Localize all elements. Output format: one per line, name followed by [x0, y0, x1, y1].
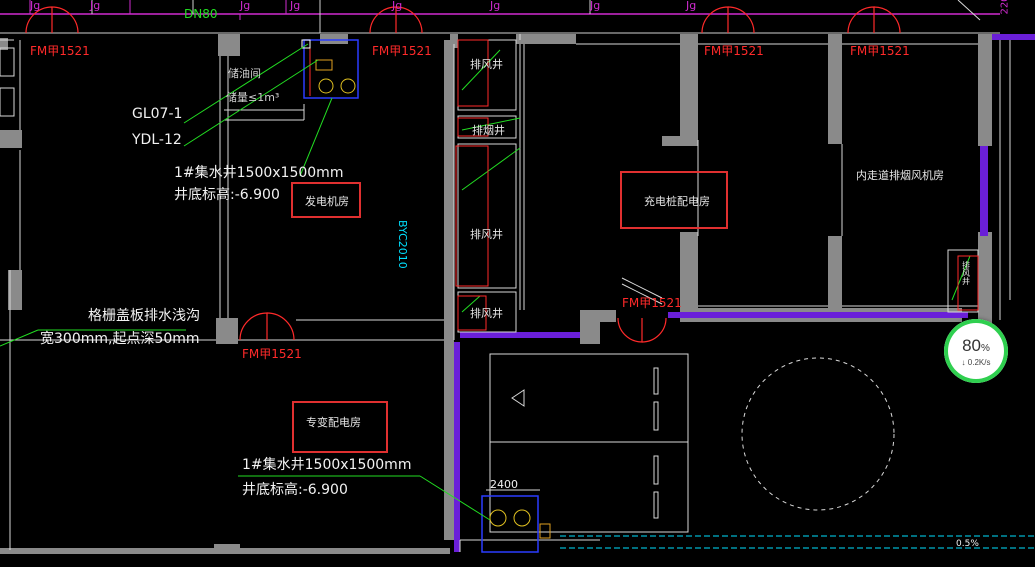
pipe-mark: Jg	[30, 0, 41, 12]
room-lines	[0, 34, 1011, 552]
pipe-mark: Jg	[590, 0, 601, 12]
door-swings	[25, 6, 901, 343]
pipe-mark: Jg	[90, 0, 101, 12]
door-label: FM甲1521	[242, 347, 302, 361]
top-ticks	[29, 0, 287, 20]
door-label: FM甲1521	[30, 44, 90, 58]
charging-room-label: 充电桩配电房	[644, 195, 710, 208]
trench-title: 格栅盖板排水浅沟	[88, 308, 200, 324]
tag-glo: GL07-1	[132, 106, 183, 122]
oil-capacity-label: 储量≤1m³	[226, 91, 280, 104]
charging-room-box	[620, 171, 728, 229]
pump-group-2	[481, 489, 551, 553]
pipe-mark: Jg	[392, 0, 403, 12]
generator-room-box	[291, 182, 361, 218]
side-number: 220	[999, 0, 1011, 15]
tag-ydl: YDL-12	[132, 132, 182, 148]
exhaust-shaft-label: 排风井	[470, 228, 503, 241]
pipe-mark: Jg	[490, 0, 501, 12]
sump1-size: 1#集水井1500x1500mm	[174, 165, 344, 181]
equipment-marks	[511, 0, 981, 519]
speed-percent: 80%	[962, 335, 990, 355]
pipe-mark: Jg	[686, 0, 697, 12]
small-shaft-label: 排风井	[962, 261, 970, 286]
walls	[0, 34, 992, 554]
fan-room-label: 内走道排烟风机房	[856, 169, 944, 182]
trench-spec: 宽300mm,起点深50mm	[40, 331, 200, 347]
network-speed-widget[interactable]: 80% ↓ 0.2K/s	[944, 319, 1008, 383]
door-label: FM甲1521	[372, 44, 432, 58]
bus-tag: BYC2010	[396, 220, 409, 269]
slope-label: 0.5%	[956, 539, 979, 549]
download-rate: ↓ 0.2K/s	[961, 357, 991, 367]
generator-room-label: 发电机房	[305, 195, 349, 208]
smoke-shaft-label: 排烟井	[472, 124, 505, 137]
sump2-depth: 井底标高:-6.900	[242, 482, 348, 498]
purple-walls	[454, 34, 1035, 552]
sump2-size: 1#集水井1500x1500mm	[242, 457, 412, 473]
exhaust-shaft-label: 排风井	[470, 58, 503, 71]
pump-group-1	[301, 39, 359, 99]
exhaust-shaft-label: 排风井	[470, 307, 503, 320]
pipe-size-label: DN80	[184, 7, 218, 21]
dashed-circle	[741, 357, 895, 511]
sump1-depth: 井底标高:-6.900	[174, 187, 280, 203]
leader-lines	[0, 43, 971, 521]
oil-room-label: 储油间	[228, 67, 261, 80]
transformer-room-label: 专变配电房	[306, 416, 361, 429]
slope-lines	[560, 535, 1035, 549]
pipe-mark: Jg	[290, 0, 301, 12]
door-label: FM甲1521	[622, 296, 682, 310]
dimension-label: 2400	[490, 478, 518, 491]
top-grid-lines	[0, 0, 1000, 34]
door-label: FM甲1521	[704, 44, 764, 58]
transformer-room-box	[292, 401, 388, 453]
door-label: FM甲1521	[850, 44, 910, 58]
shaft-red-boxes	[455, 39, 979, 331]
pipe-mark: Jg	[240, 0, 251, 12]
